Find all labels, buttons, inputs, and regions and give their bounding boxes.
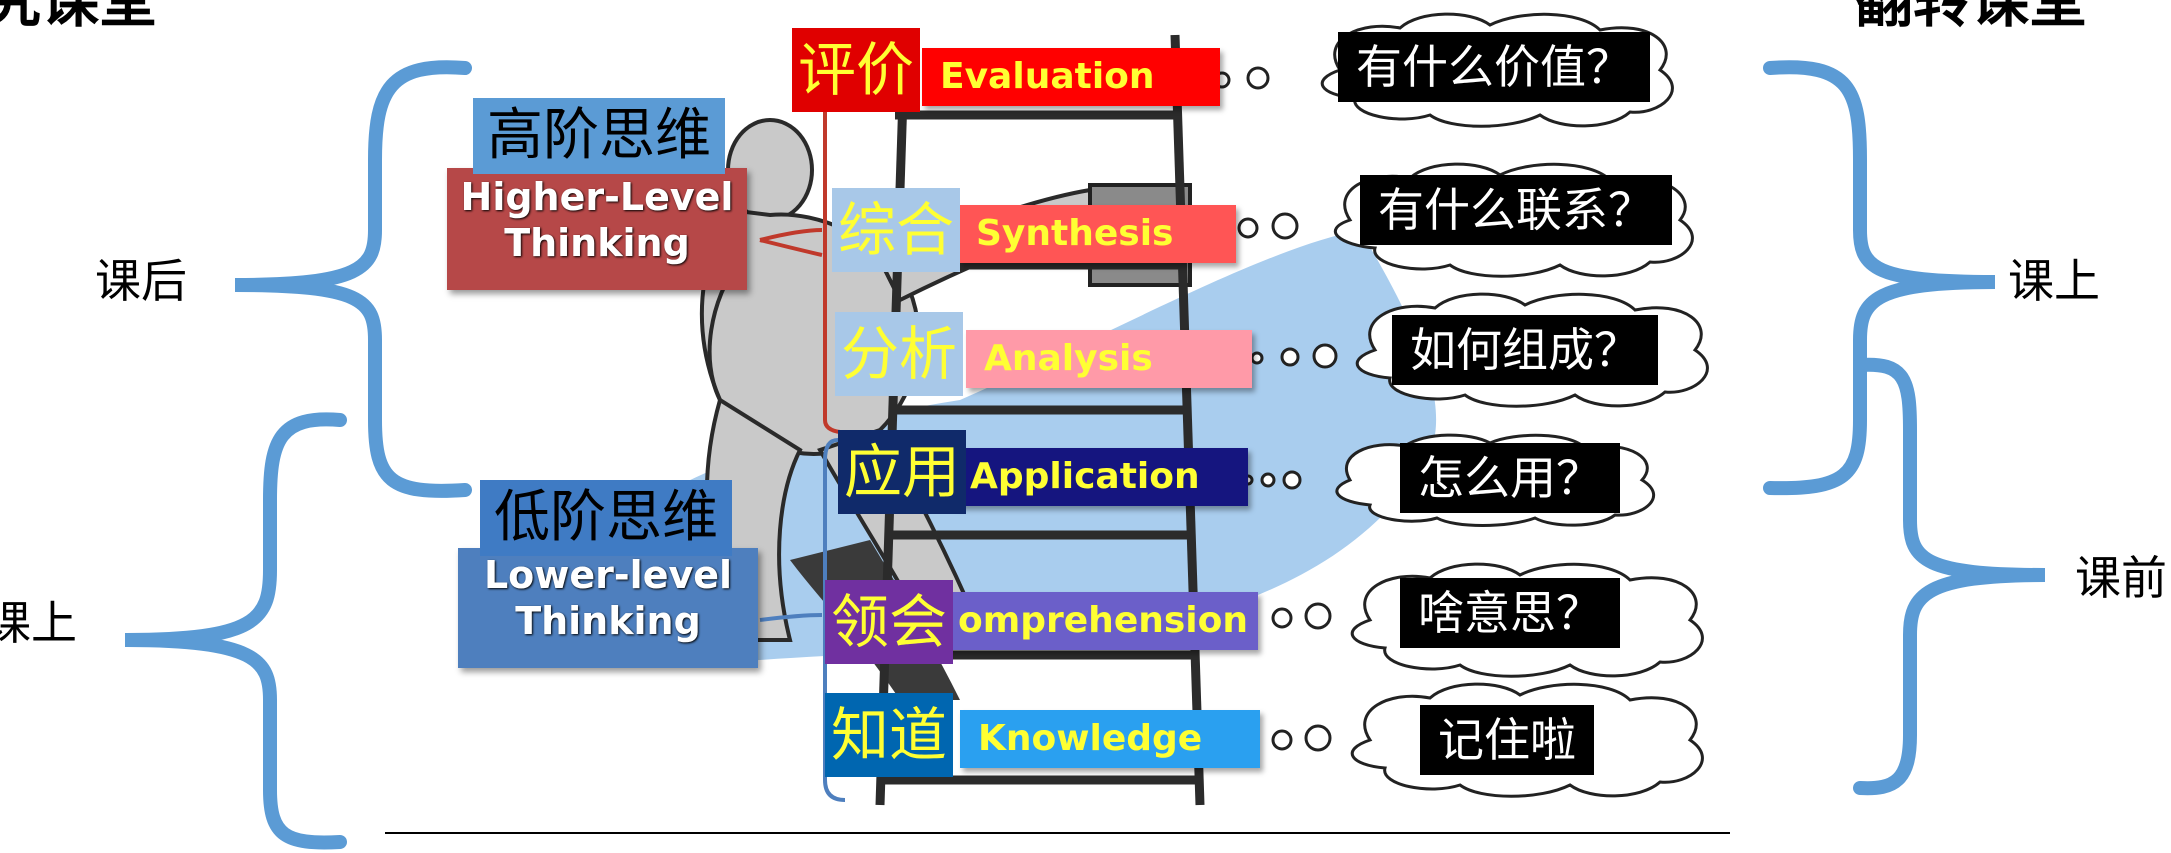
question-knowledge: 记住啦 xyxy=(1420,705,1594,775)
bracket-left-top xyxy=(234,60,472,498)
corner-title-right: 翻转课堂 xyxy=(1855,0,2088,35)
lower-level-label: 低阶思维 xyxy=(480,480,732,556)
brackets xyxy=(124,60,2046,850)
level-bar-knowledge: Knowledge xyxy=(960,710,1260,768)
higher-level-box: Higher-Level Thinking xyxy=(447,168,747,290)
higher-en-line1: Higher-Level xyxy=(460,175,734,219)
question-analysis: 如何组成？ xyxy=(1392,315,1658,385)
question-comprehension: 啥意思？ xyxy=(1400,578,1620,648)
label-before-class: 课前 xyxy=(2075,551,2167,605)
question-evaluation: 有什么价值？ xyxy=(1338,32,1650,102)
level-en-application: Application xyxy=(970,456,1200,497)
level-bar-analysis: Analysis xyxy=(966,330,1252,388)
level-cn-evaluation: 评价 xyxy=(792,28,921,112)
level-cn-synthesis: 综合 xyxy=(832,188,961,272)
level-en-knowledge: Knowledge xyxy=(978,718,1203,759)
bracket-right-bottom xyxy=(1853,357,2046,796)
level-cn-application: 应用 xyxy=(838,430,967,514)
level-cn-comprehension: 领会 xyxy=(825,580,954,664)
label-after-class: 课后 xyxy=(95,254,187,308)
level-en-analysis: Analysis xyxy=(984,338,1153,379)
lower-en-line2: Thinking xyxy=(515,599,701,644)
label-in-class-left: 课上 xyxy=(0,596,77,650)
lower-en-line1: Lower-level xyxy=(483,553,733,597)
higher-level-label: 高阶思维 xyxy=(473,98,725,174)
label-in-class-right: 课上 xyxy=(2008,254,2100,308)
bracket-right-top xyxy=(1763,60,1996,496)
level-en-evaluation: Evaluation xyxy=(940,56,1155,97)
level-en-synthesis: Synthesis xyxy=(976,213,1174,254)
bracket-left-bottom xyxy=(124,412,347,850)
level-bar-application: Application xyxy=(952,448,1248,506)
level-bar-synthesis: Synthesis xyxy=(958,205,1236,263)
level-bar-evaluation: Evaluation xyxy=(922,48,1220,106)
higher-en-line2: Thinking xyxy=(504,221,690,266)
corner-title-left: 研究课堂 xyxy=(0,0,158,35)
level-cn-knowledge: 知道 xyxy=(825,693,954,777)
level-en-comprehension: omprehension xyxy=(958,600,1248,641)
level-cn-analysis: 分析 xyxy=(835,312,964,396)
lower-level-box: Lower-level Thinking xyxy=(458,548,758,668)
question-synthesis: 有什么联系？ xyxy=(1360,175,1672,245)
question-application: 怎么用？ xyxy=(1400,443,1620,513)
level-bar-comprehension: omprehension xyxy=(940,592,1258,650)
